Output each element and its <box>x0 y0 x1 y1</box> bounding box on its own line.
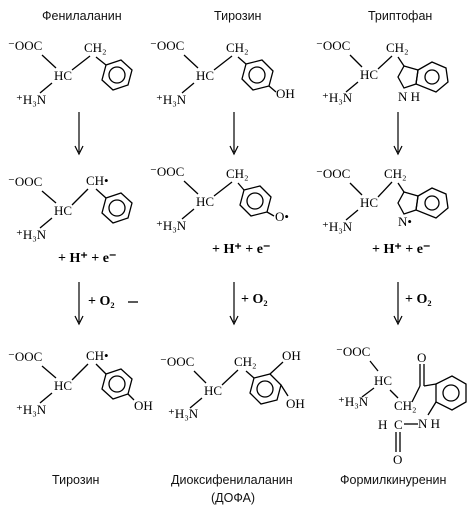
step2-reagent-3: + O₂ <box>405 292 432 307</box>
hydroxyl-text-1: OH <box>282 348 301 363</box>
alpha-carbon-text: HC <box>204 383 222 398</box>
amine-text: ⁺H₃N <box>322 219 353 234</box>
molecule-tyrosine: ⁻OOC HC ⁺H₃N CH₂ OH <box>150 38 295 107</box>
molecule-formylkynurenine: ⁻OOC HC ⁺H₃N CH₂ O N H C H O <box>336 344 467 467</box>
amine-text: ⁺H₃N <box>338 394 369 409</box>
alpha-carbon-text: HC <box>54 378 72 393</box>
ch2-text: CH₂ <box>226 40 249 55</box>
molecule-phenylalanine: ⁻OOC HC ⁺H₃N CH₂ <box>8 38 133 107</box>
amine-text: ⁺H₃N <box>156 92 187 107</box>
nh-text: N H <box>398 89 420 104</box>
ch2-text: CH₂ <box>386 40 409 55</box>
o-radical-text: O• <box>275 209 289 224</box>
benzene-ring <box>101 59 133 91</box>
molecule-tryptophan: ⁻OOC HC ⁺H₃N CH₂ N H <box>316 38 449 105</box>
hydroxyl-text: OH <box>276 86 295 101</box>
carboxylate-text: ⁻OOC <box>8 174 42 189</box>
step2-reagent-1: + O₂ <box>88 294 115 309</box>
alpha-carbon-text: HC <box>196 68 214 83</box>
formyl-h-text: H <box>378 417 387 432</box>
amine-text: ⁺H₃N <box>168 406 199 421</box>
molecule-dopa: ⁻OOC HC ⁺H₃N CH₂ OH OH <box>160 348 305 421</box>
step1-products-1: + H⁺ + e⁻ <box>58 251 116 266</box>
benzene-ring <box>435 375 467 411</box>
benzene-ring <box>415 61 449 93</box>
step1-products-3: + H⁺ + e⁻ <box>372 242 430 257</box>
alpha-carbon-text: HC <box>360 67 378 82</box>
ch2-text: CH₂ <box>226 166 249 181</box>
carboxylate-text: ⁻OOC <box>336 344 370 359</box>
amine-text: ⁺H₃N <box>16 92 47 107</box>
carboxylate-text: ⁻OOC <box>8 349 42 364</box>
hydroxyl-text: OH <box>134 398 153 413</box>
carboxylate-text: ⁻OOC <box>150 38 184 53</box>
ch2-text: CH₂ <box>84 40 107 55</box>
n-radical-text: N• <box>398 214 412 229</box>
amine-text: ⁺H₃N <box>16 227 47 242</box>
label-phenylalanine: Фенилаланин <box>42 9 122 23</box>
benzene-ring <box>239 185 272 217</box>
carboxylate-text: ⁻OOC <box>316 166 350 181</box>
amine-text: ⁺H₃N <box>322 90 353 105</box>
hydroxyl-text-2: OH <box>286 396 305 411</box>
benzene-ring <box>415 187 449 219</box>
label-tyrosine-top: Тирозин <box>214 9 262 23</box>
label-tryptophan: Триптофан <box>368 9 432 23</box>
molecule-tyrosyl-radical: ⁻OOC HC ⁺H₃N CH₂ O• <box>150 164 289 233</box>
formyl-oxygen-text: O <box>393 452 402 467</box>
ch2-text: CH₂ <box>384 166 407 181</box>
label-dopa: Диоксифенилаланин <box>171 473 293 487</box>
label-tyrosine-bottom: Тирозин <box>52 473 100 487</box>
molecule-tyrosine-product: ⁻OOC HC ⁺H₃N CH• OH <box>8 348 153 417</box>
ketone-oxygen-text: O <box>417 350 426 365</box>
alpha-carbon-text: HC <box>54 203 72 218</box>
benzene-ring <box>241 59 274 91</box>
pyrrole-ring <box>397 65 419 89</box>
alpha-carbon-text: HC <box>54 68 72 83</box>
carboxylate-text: ⁻OOC <box>150 164 184 179</box>
alpha-carbon-text: HC <box>360 195 378 210</box>
carboxylate-text: ⁻OOC <box>316 38 350 53</box>
pyrrole-ring <box>397 191 419 215</box>
ch2-text: CH₂ <box>234 354 257 369</box>
molecule-phenylalanine-radical: ⁻OOC HC ⁺H₃N CH• <box>8 173 133 242</box>
alpha-carbon-text: HC <box>196 194 214 209</box>
ch2-text: CH₂ <box>394 398 417 413</box>
nh-amide-text: N H <box>418 416 440 431</box>
ch-radical-text: CH• <box>86 173 109 188</box>
amine-text: ⁺H₃N <box>156 218 187 233</box>
step2-reagent-2: + O₂ <box>241 292 268 307</box>
carboxylate-text: ⁻OOC <box>8 38 42 53</box>
step1-products-2: + H⁺ + e⁻ <box>212 242 270 257</box>
label-formylkynurenine: Формилкинуренин <box>340 473 447 487</box>
alpha-carbon-text: HC <box>374 373 392 388</box>
benzene-ring <box>101 368 133 400</box>
ch-radical-text: CH• <box>86 348 109 363</box>
label-dopa-abbr: (ДОФА) <box>211 491 255 505</box>
benzene-ring <box>249 373 282 405</box>
carbonyl-c-text: C <box>394 417 403 432</box>
amine-text: ⁺H₃N <box>16 402 47 417</box>
benzene-ring <box>101 192 133 224</box>
carboxylate-text: ⁻OOC <box>160 354 194 369</box>
molecule-tryptophanyl-radical: ⁻OOC HC ⁺H₃N CH₂ N• <box>316 166 449 234</box>
